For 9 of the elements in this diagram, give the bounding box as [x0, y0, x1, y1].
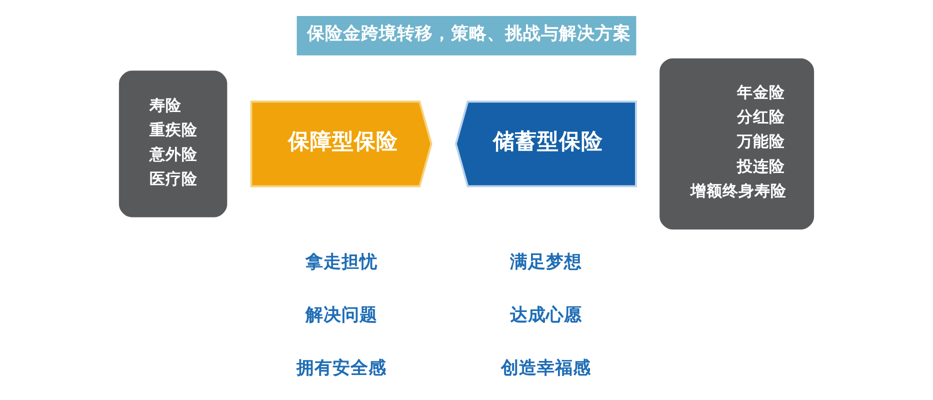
label: 达成心愿	[510, 305, 582, 326]
node-box: 寿险 重疾险 意外险 医疗险	[118, 70, 228, 218]
diagram-title: 保险金跨境转移，策略、挑战与解决方案	[307, 24, 632, 44]
label: 拥有安全感	[296, 358, 387, 379]
label: 解决问题	[305, 305, 378, 326]
label: 满足梦想	[510, 252, 582, 272]
label: 创造幸福感	[501, 358, 592, 379]
label: 拿走担忧	[305, 252, 378, 272]
node-box: 年金险 分红险 万能险 投连险 增额终身寿险	[660, 58, 814, 230]
